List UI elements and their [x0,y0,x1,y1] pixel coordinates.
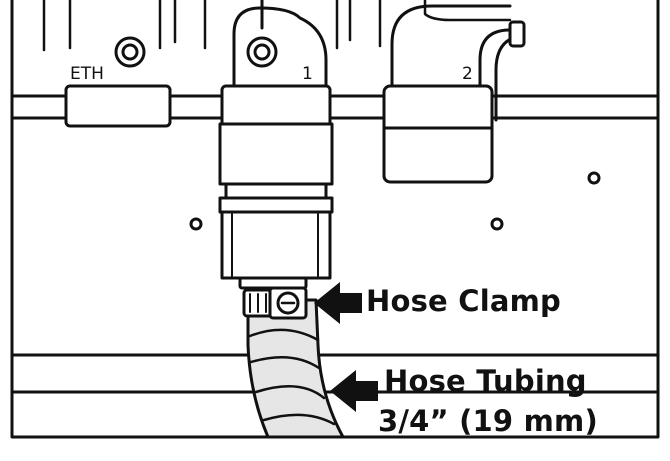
port-label-eth: ETH [70,64,104,84]
mounting-hole-center [490,217,504,231]
hose-tubing [246,298,345,439]
port-label-1: 1 [302,64,313,84]
eth-port-hole [121,43,139,61]
port-label-2: 2 [462,64,473,84]
hose-tubing-arrow [330,370,378,412]
port-1-collar [220,84,332,130]
conduit-clip [508,20,526,48]
port-1-hole [253,43,271,61]
mounting-hole-left [189,217,203,231]
hose-clamp [238,276,308,320]
conduit-elbow-outer [494,34,522,122]
conduit-elbow-inner [478,28,512,100]
port-2-collar [382,84,494,184]
eth-port-collar [64,84,172,128]
ventilation-ribs [42,0,382,52]
tubing-size-label: 3/4” (19 mm) [378,404,598,438]
port-1 [218,0,334,186]
hose-clamp-label: Hose Clamp [366,284,561,318]
fitting-nut [220,210,332,280]
port-2 [382,0,526,184]
eth-port [64,36,172,128]
mounting-hole-right [587,171,601,185]
hose-tubing-body [246,298,345,439]
hose-tubing-label: Hose Tubing [384,364,587,398]
port-1-cap [232,6,328,98]
port-1-body [218,122,334,186]
conduit-elbow [390,4,512,100]
compression-fitting [218,182,334,280]
lower-panel-outline [10,116,660,357]
hose-clamp-arrow [314,282,362,324]
